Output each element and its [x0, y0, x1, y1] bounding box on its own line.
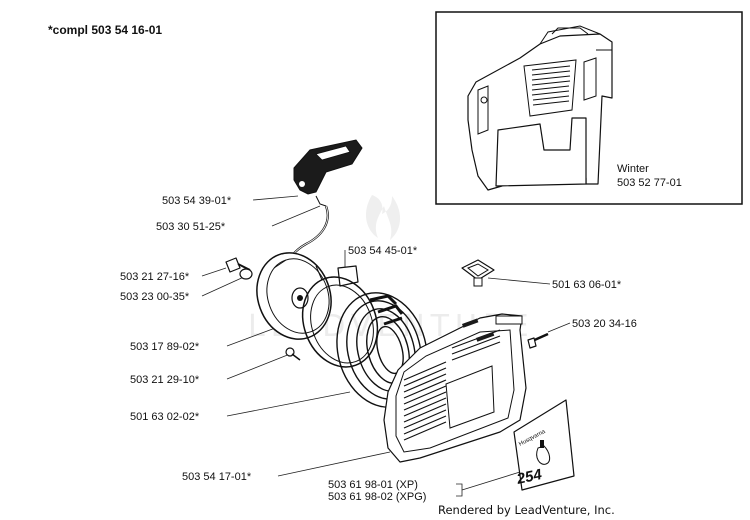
- part-label-cover-screw: 503 20 34-16: [572, 318, 637, 330]
- part-label-starter-housing: 503 54 17-01*: [182, 471, 252, 483]
- part-label-bushing: 503 54 45-01*: [348, 245, 418, 257]
- pawl-screw-drawing: [285, 347, 301, 361]
- winter-inset: Winter 503 52 77-01: [435, 11, 743, 205]
- leader-lines: [201, 195, 571, 497]
- plug-drawing: [461, 259, 495, 287]
- part-label-plug: 501 63 06-01*: [552, 279, 622, 291]
- part-label-screw: 503 21 27-16*: [120, 271, 190, 283]
- cover-screw-drawing: [527, 332, 549, 349]
- starter-housing-drawing: [383, 313, 527, 463]
- pulley-drawing: [256, 252, 332, 340]
- part-label-washer: 503 23 00-35*: [120, 291, 190, 303]
- inset-label-name: Winter: [617, 163, 649, 175]
- washer-drawing: [239, 268, 253, 280]
- decal-model: 254: [514, 466, 544, 488]
- part-label-decal-xp: 503 61 98-01 (XP): [328, 479, 418, 491]
- part-label-pulley: 503 17 89-02*: [130, 341, 200, 353]
- part-label-spring: 501 63 02-02*: [130, 411, 200, 423]
- part-labels: 503 54 39-01* 503 30 51-25* 503 54 45-01…: [120, 195, 637, 503]
- part-label-pawl-screw: 503 21 29-10*: [130, 374, 200, 386]
- footer-credit: Rendered by LeadVenture, Inc.: [438, 503, 615, 517]
- decal-drawing: Husqvarna 254: [513, 399, 575, 491]
- inset-label-number: 503 52 77-01: [617, 177, 682, 189]
- assembly-number: *compl 503 54 16-01: [48, 23, 162, 37]
- part-label-decal-xpg: 503 61 98-02 (XPG): [328, 491, 426, 503]
- part-label-handle: 503 54 39-01*: [162, 195, 232, 207]
- handle-drawing: [293, 139, 363, 207]
- part-label-starter-rope: 503 30 51-25*: [156, 221, 226, 233]
- winter-cover-drawing: [467, 25, 613, 191]
